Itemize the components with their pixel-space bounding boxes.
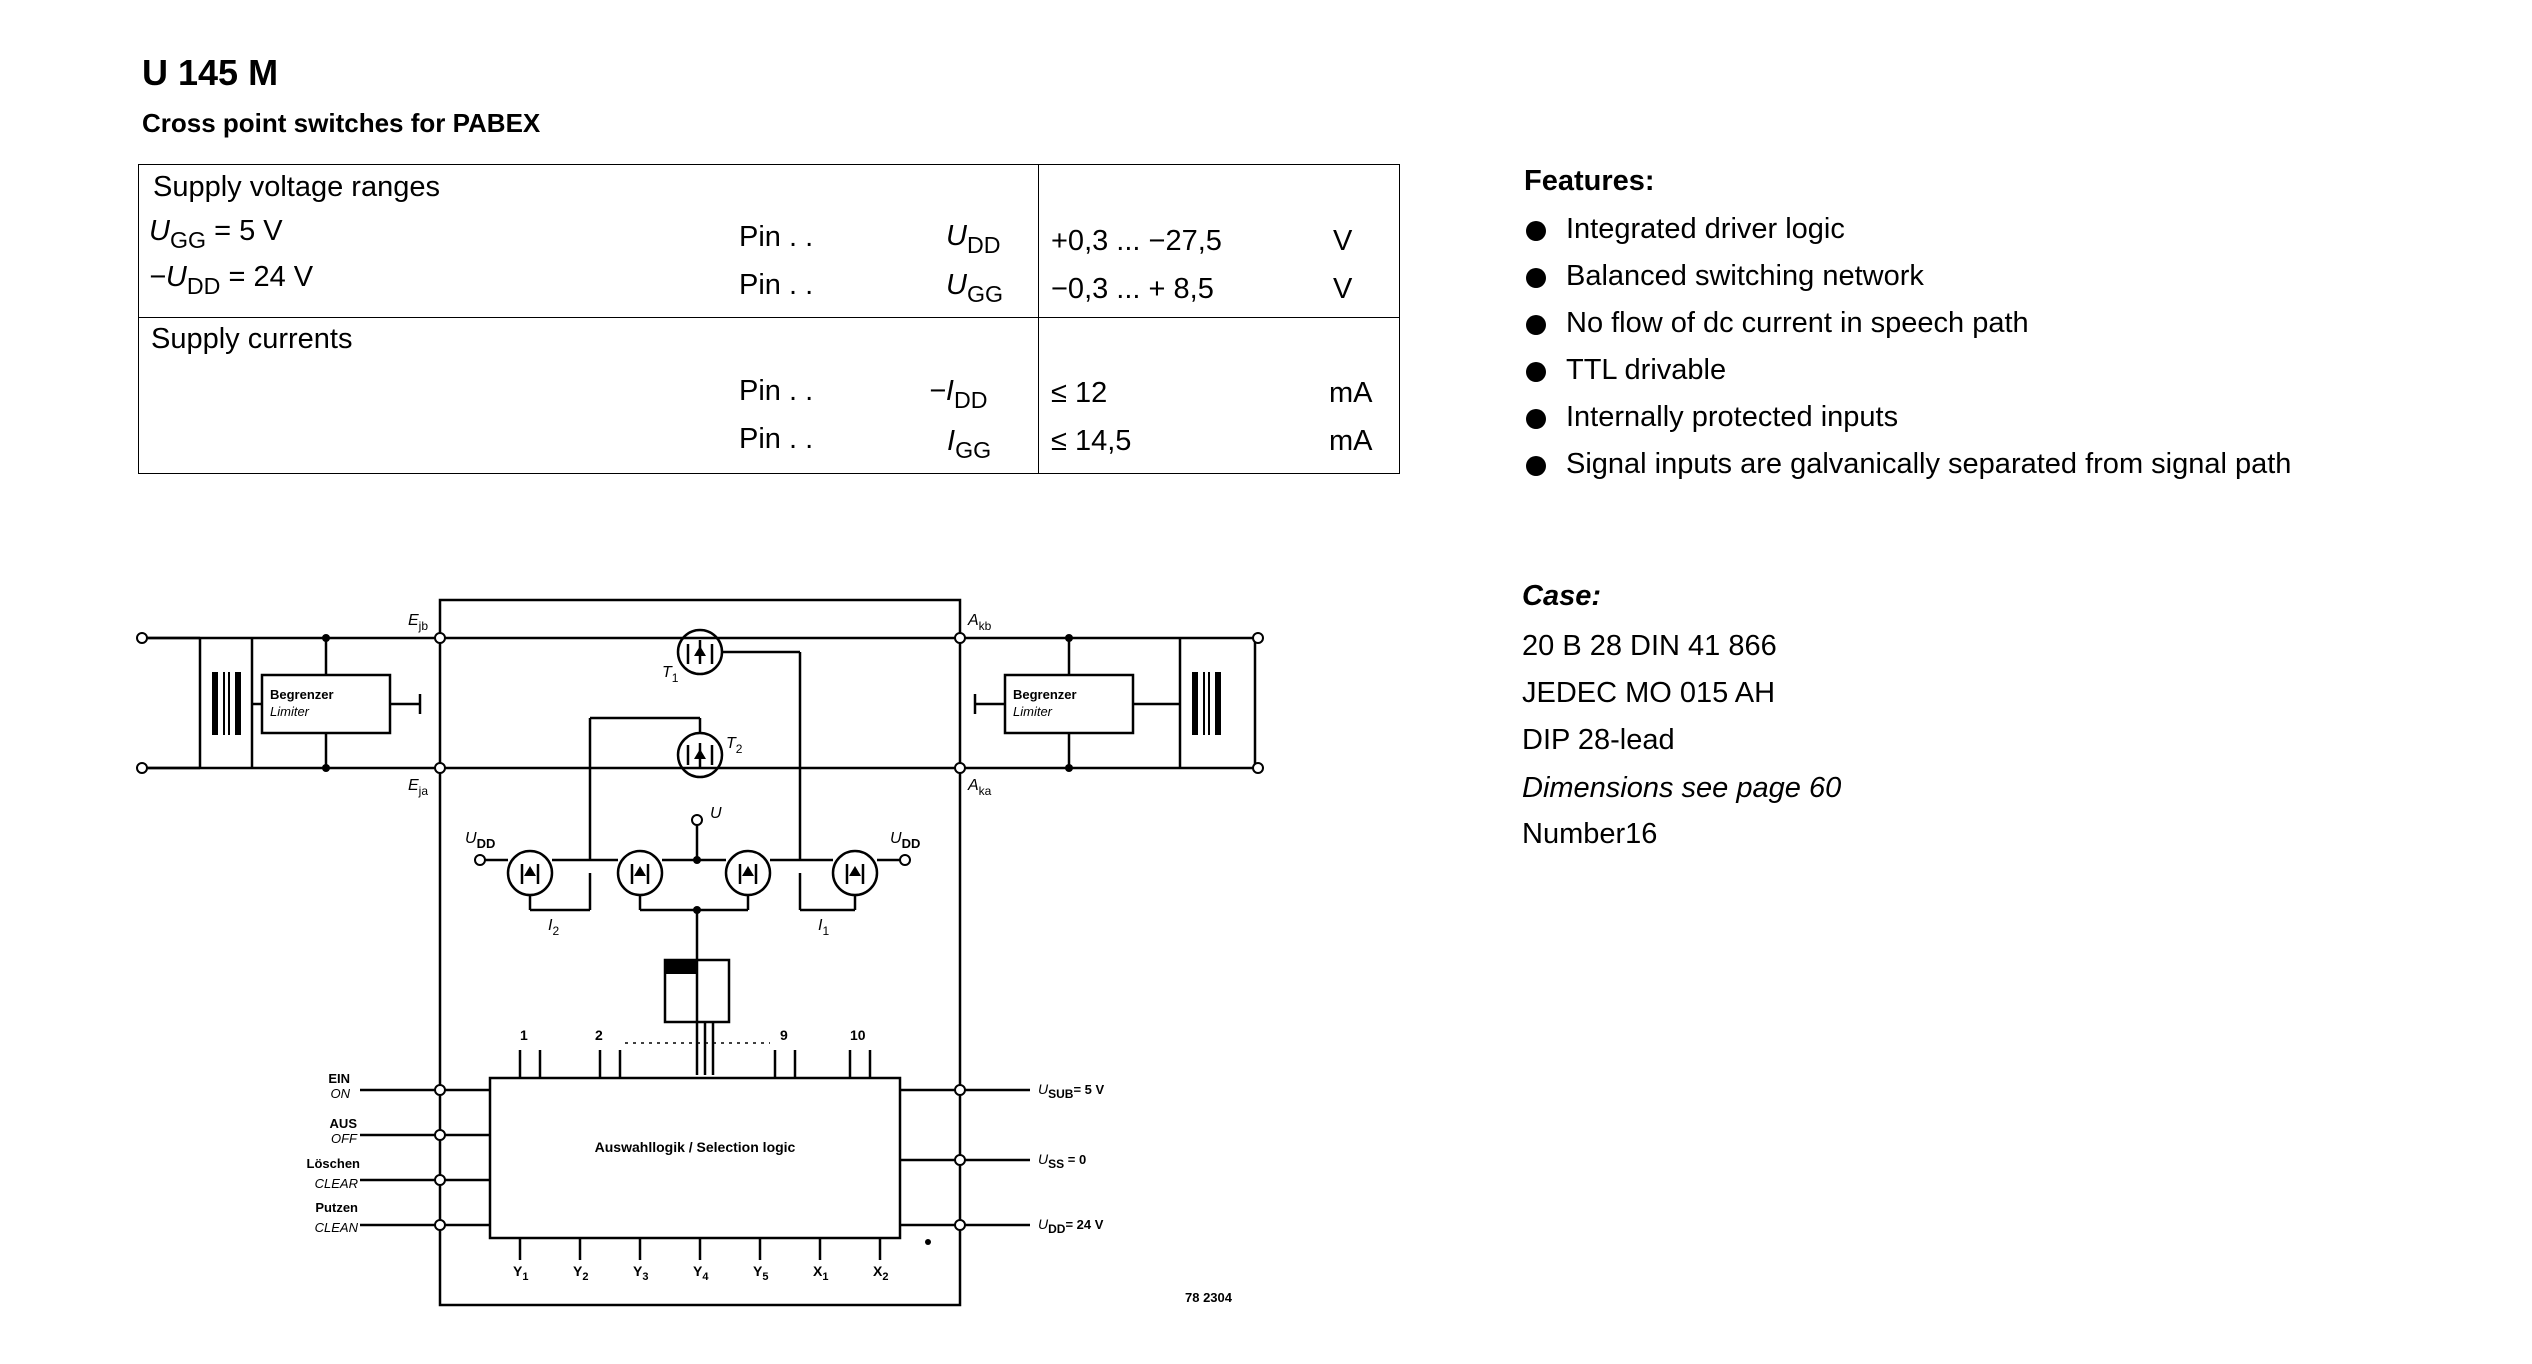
limiter-label-de-right: Begrenzer: [1013, 687, 1077, 702]
symbol-igg: IGG: [947, 425, 992, 464]
pin-label: Pin . .: [739, 423, 814, 455]
selection-logic-label: Auswahllogik / Selection logic: [595, 1139, 796, 1155]
limiter-label-en-right: Limiter: [1013, 704, 1053, 719]
output-x2-label: X2: [873, 1263, 888, 1283]
feature-item: TTL drivable: [1524, 353, 2374, 387]
case-line: Dimensions see page 60: [1522, 772, 1842, 804]
case-line: JEDEC MO 015 AH: [1522, 677, 1776, 709]
input-clear-en: CLEAR: [315, 1176, 358, 1191]
input-clean-de: Putzen: [315, 1200, 358, 1215]
supply-currents-heading: Supply currents: [151, 323, 353, 355]
value-udd: +0,3 ... −27,5: [1051, 225, 1222, 257]
input-on-en: ON: [331, 1086, 351, 1101]
output-y4-label: Y4: [693, 1263, 709, 1283]
case-line: DIP 28-lead: [1522, 724, 1675, 756]
case-line: 20 B 28 DIN 41 866: [1522, 630, 1777, 662]
case-line: Number16: [1522, 818, 1658, 850]
unit-v: V: [1333, 273, 1353, 305]
bullet-icon: [1526, 268, 1546, 288]
udd-left-label: UDD: [465, 830, 495, 851]
condition-udd: −UDD = 24 V: [149, 261, 314, 300]
supply-spec-table: Supply voltage ranges UGG = 5 V Pin . . …: [138, 164, 1400, 474]
features-list: Integrated driver logic Balanced switchi…: [1524, 212, 2374, 494]
uss-label: USS = 0: [1038, 1151, 1086, 1171]
feature-item: Integrated driver logic: [1524, 212, 2374, 246]
symbol-ugg: UGG: [946, 269, 1004, 308]
selection-logic-box: [488, 1076, 902, 1240]
node-ejb-label: Ejb: [408, 612, 428, 633]
pin-9-label: 9: [780, 1027, 788, 1043]
symbol-idd: −IDD: [929, 375, 988, 414]
output-y3-label: Y3: [633, 1263, 648, 1283]
case-heading: Case:: [1522, 580, 1601, 612]
driver-block-fill: [665, 960, 697, 974]
unit-ma: mA: [1329, 425, 1373, 457]
bullet-icon: [1526, 456, 1546, 476]
input-off-en: OFF: [331, 1131, 358, 1146]
figure-reference: 78 2304: [1185, 1290, 1232, 1305]
feature-item: Balanced switching network: [1524, 259, 2374, 293]
limiter-label-en-left: Limiter: [270, 704, 310, 719]
pin-2-label: 2: [595, 1027, 603, 1043]
limiter-label-de-left: Begrenzer: [270, 687, 334, 702]
features-heading: Features:: [1524, 165, 1655, 197]
page-title: U 145 M: [142, 52, 279, 93]
input-clean-en: CLEAN: [315, 1220, 359, 1235]
i2-label: I2: [548, 917, 559, 938]
input-off-de: AUS: [330, 1116, 358, 1131]
usub-label: USUB= 5 V: [1038, 1081, 1105, 1101]
condition-ugg: UGG = 5 V: [149, 215, 283, 254]
pin-label: Pin . .: [739, 375, 814, 407]
page-subtitle: Cross point switches for PABEX: [142, 108, 541, 138]
value-igg: ≤ 14,5: [1051, 425, 1132, 457]
bullet-icon: [1526, 362, 1546, 382]
node-akb-label: Akb: [967, 612, 992, 633]
feature-item: No flow of dc current in speech path: [1524, 306, 2374, 340]
i1-label: I1: [818, 917, 829, 938]
feature-item: Signal inputs are galvanically separated…: [1524, 447, 2374, 481]
pin-label: Pin . .: [739, 269, 814, 301]
output-y1-label: Y1: [513, 1263, 528, 1283]
output-x1-label: X1: [813, 1263, 828, 1283]
bullet-icon: [1526, 221, 1546, 241]
bullet-icon: [1526, 315, 1546, 335]
u-label: U: [710, 805, 722, 822]
input-on-de: EIN: [328, 1071, 350, 1086]
value-ugg: −0,3 ... + 8,5: [1051, 273, 1214, 305]
value-idd: ≤ 12: [1051, 377, 1108, 409]
bullet-icon: [1526, 409, 1546, 429]
feature-item: Internally protected inputs: [1524, 400, 2374, 434]
ic-outline: [438, 598, 962, 1307]
t2-label: T2: [726, 735, 743, 756]
t1-label: T1: [662, 664, 679, 685]
output-y2-label: Y2: [573, 1263, 588, 1283]
pin-1-label: 1: [520, 1027, 528, 1043]
pin-10-label: 10: [850, 1027, 866, 1043]
pin-label: Pin . .: [739, 221, 814, 253]
table-column-divider: [1038, 165, 1039, 473]
input-clear-de: Löschen: [307, 1156, 361, 1171]
output-y5-label: Y5: [753, 1263, 768, 1283]
node-aka-label: Aka: [967, 777, 992, 798]
symbol-udd: UDD: [946, 220, 1001, 259]
supply-voltage-heading: Supply voltage ranges: [153, 171, 440, 203]
unit-v: V: [1333, 225, 1353, 257]
table-row-divider: [139, 317, 1399, 318]
node-eja-label: Eja: [408, 777, 428, 798]
unit-ma: mA: [1329, 377, 1373, 409]
udd-right-label: UDD: [890, 830, 920, 851]
udd24-label: UDD= 24 V: [1038, 1216, 1104, 1236]
